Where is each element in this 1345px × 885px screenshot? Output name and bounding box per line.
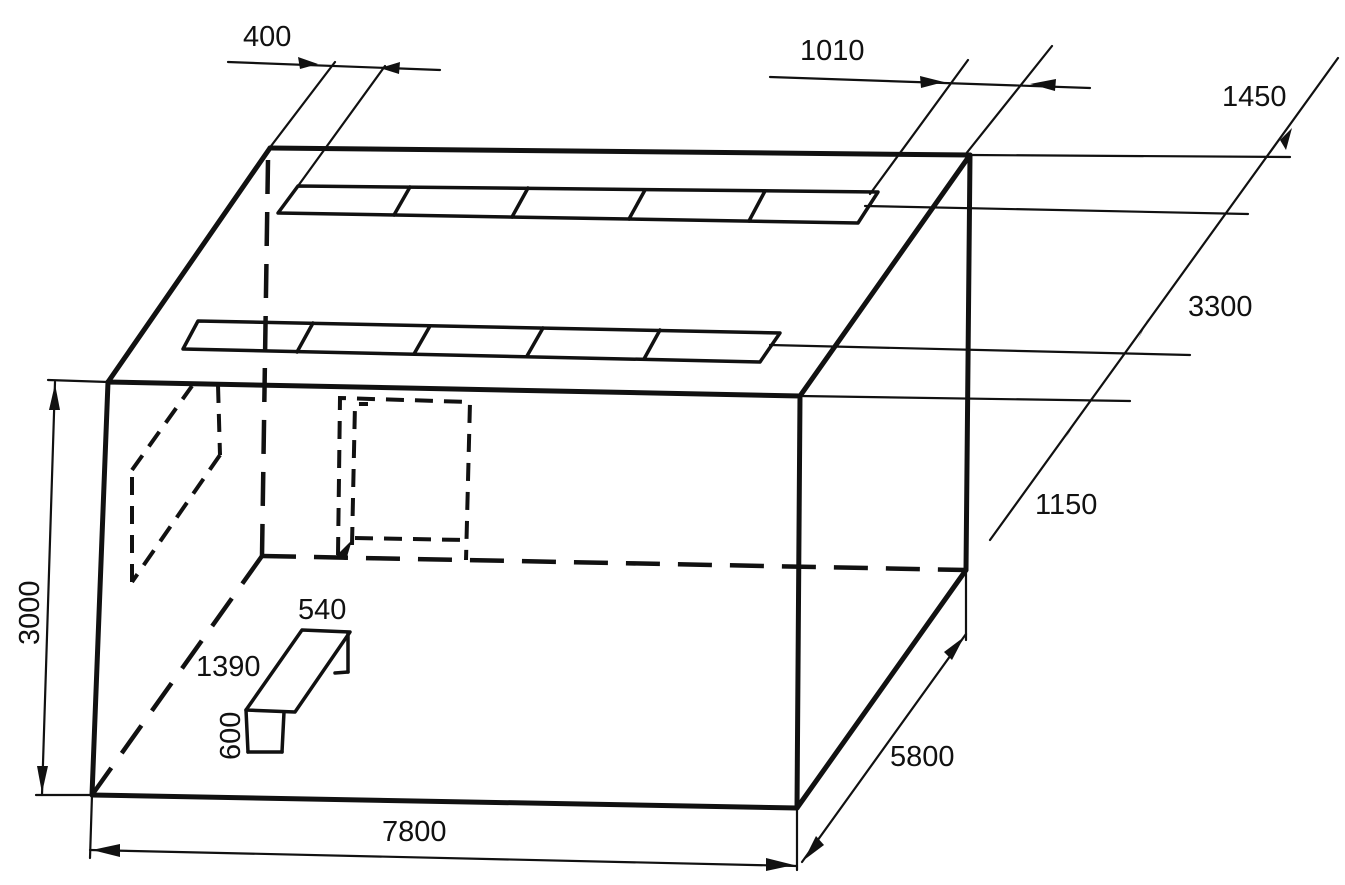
dim-label-400: 400 [243, 21, 291, 53]
arrow-icon [49, 384, 60, 410]
strip-divider [510, 186, 530, 219]
arrow-icon [298, 57, 318, 69]
bench-leg [280, 710, 286, 754]
top-right-edge [797, 152, 973, 399]
strip-divider [525, 326, 545, 358]
ext-line [868, 58, 970, 196]
light-strip-back [276, 184, 880, 225]
dim-line [88, 848, 799, 868]
dim-label-1390: 1390 [196, 651, 261, 683]
ext-line [963, 44, 1054, 157]
strip-divider [392, 185, 412, 217]
right-back-vertical [963, 152, 973, 573]
strip-divider [412, 324, 432, 356]
bench-leg [333, 670, 350, 675]
strip-divider [295, 321, 315, 354]
arrow-icon [1280, 128, 1292, 150]
left-wall-window [130, 384, 222, 584]
arrow-icon [920, 76, 944, 88]
ext-line [768, 343, 1192, 357]
front-face [89, 379, 803, 811]
room-outline [89, 145, 973, 811]
door-outer [336, 395, 473, 561]
arrow-icon [1066, 416, 1078, 438]
dim-label-600: 600 [215, 712, 247, 760]
arrow-icon [37, 766, 48, 793]
dim-label-1450: 1450 [1222, 81, 1287, 113]
hidden-back-vertical [259, 159, 271, 557]
dim-line [800, 632, 968, 864]
dim-label-540: 540 [298, 594, 346, 626]
bench [244, 628, 352, 754]
ext-line [798, 394, 1132, 403]
top-left-edge [105, 145, 273, 385]
window-edge [130, 453, 222, 584]
bottom-right-edge [794, 567, 969, 811]
window-edge [216, 384, 222, 456]
light-strip-front [181, 319, 782, 364]
ext-line [88, 793, 94, 860]
dim-label-1150: 1150 [1035, 489, 1097, 521]
arrow-icon [1138, 318, 1148, 340]
arrow-icon [1030, 79, 1056, 91]
hidden-edges [90, 159, 967, 797]
ext-line [296, 64, 387, 188]
dim-line [40, 380, 57, 797]
ext-line [968, 153, 1292, 159]
arrow-icon [92, 844, 120, 857]
dim-label-7800: 7800 [382, 816, 447, 848]
dim-label-5800: 5800 [890, 741, 955, 773]
ext-line [266, 60, 337, 152]
light-strip-front-frame [181, 319, 782, 364]
bench-leg [244, 708, 250, 754]
arrow-icon [944, 637, 964, 660]
strip-divider [627, 188, 647, 221]
strip-divider [642, 328, 662, 361]
arrow-icon [380, 62, 400, 74]
arrow-icon [766, 858, 794, 871]
light-strip-back-frame [276, 184, 880, 225]
door-arrow-icon [334, 540, 352, 560]
dim-label-3300: 3300 [1188, 291, 1253, 323]
dim-line [226, 60, 442, 72]
arrow-icon [804, 836, 824, 860]
dim-line [988, 56, 1340, 542]
top-back-edge [267, 145, 973, 158]
bench-top [244, 628, 352, 714]
window-edge [130, 384, 194, 472]
dimension-labels: 400 1010 1450 3300 1150 3000 7800 5800 5… [14, 21, 1287, 848]
back-wall-door [334, 395, 473, 561]
dim-label-1010: 1010 [800, 35, 865, 67]
dim-label-3000: 3000 [14, 580, 46, 645]
hidden-floor-back [261, 553, 967, 573]
door-inner-bottom [354, 536, 466, 542]
door-inner [350, 402, 368, 546]
ext-line [863, 204, 1250, 216]
ext-line [46, 378, 110, 384]
strip-divider [747, 189, 767, 223]
dimension-lines [34, 44, 1340, 872]
